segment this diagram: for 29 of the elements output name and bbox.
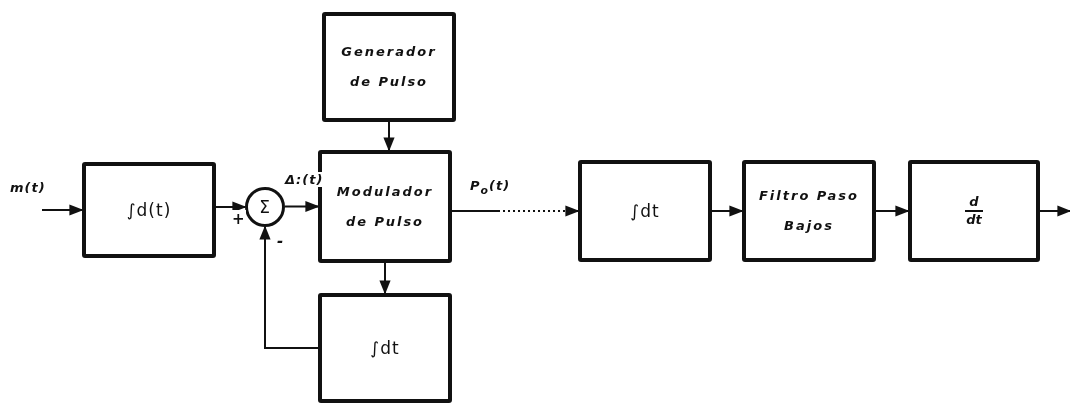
math-symbol: ∫dt (369, 337, 401, 360)
summing-junction (245, 187, 285, 227)
signal-label: m(t) (10, 180, 46, 195)
arrow (41, 204, 84, 216)
arrow (379, 262, 391, 295)
signal-label: P$_{o}$(t) (470, 178, 511, 197)
block-box (318, 293, 452, 403)
block-label: Generador de Pulso (340, 43, 438, 91)
block-box (908, 160, 1040, 262)
arrow (215, 201, 247, 213)
numerator-text: d (965, 194, 983, 212)
signal-label: Δ:(t) (285, 171, 324, 187)
block-box (322, 12, 456, 122)
arrow (1039, 205, 1070, 217)
block-label: Filtro Paso Bajos (758, 187, 860, 235)
math-symbol: ∫dt (629, 200, 661, 223)
arrow (259, 225, 319, 349)
block-box (742, 160, 876, 262)
block-box (578, 160, 712, 262)
arrow (284, 200, 320, 213)
denominator-text: dt (965, 212, 983, 228)
block-label: Modulador de Pulso (335, 182, 435, 231)
arrow (451, 205, 580, 217)
arrow (875, 205, 910, 217)
arrow (711, 205, 744, 217)
block-box (82, 162, 216, 258)
math-symbol: ∫d(t) (125, 199, 173, 222)
arrow (383, 121, 395, 152)
math-symbol: Σ (258, 196, 272, 219)
